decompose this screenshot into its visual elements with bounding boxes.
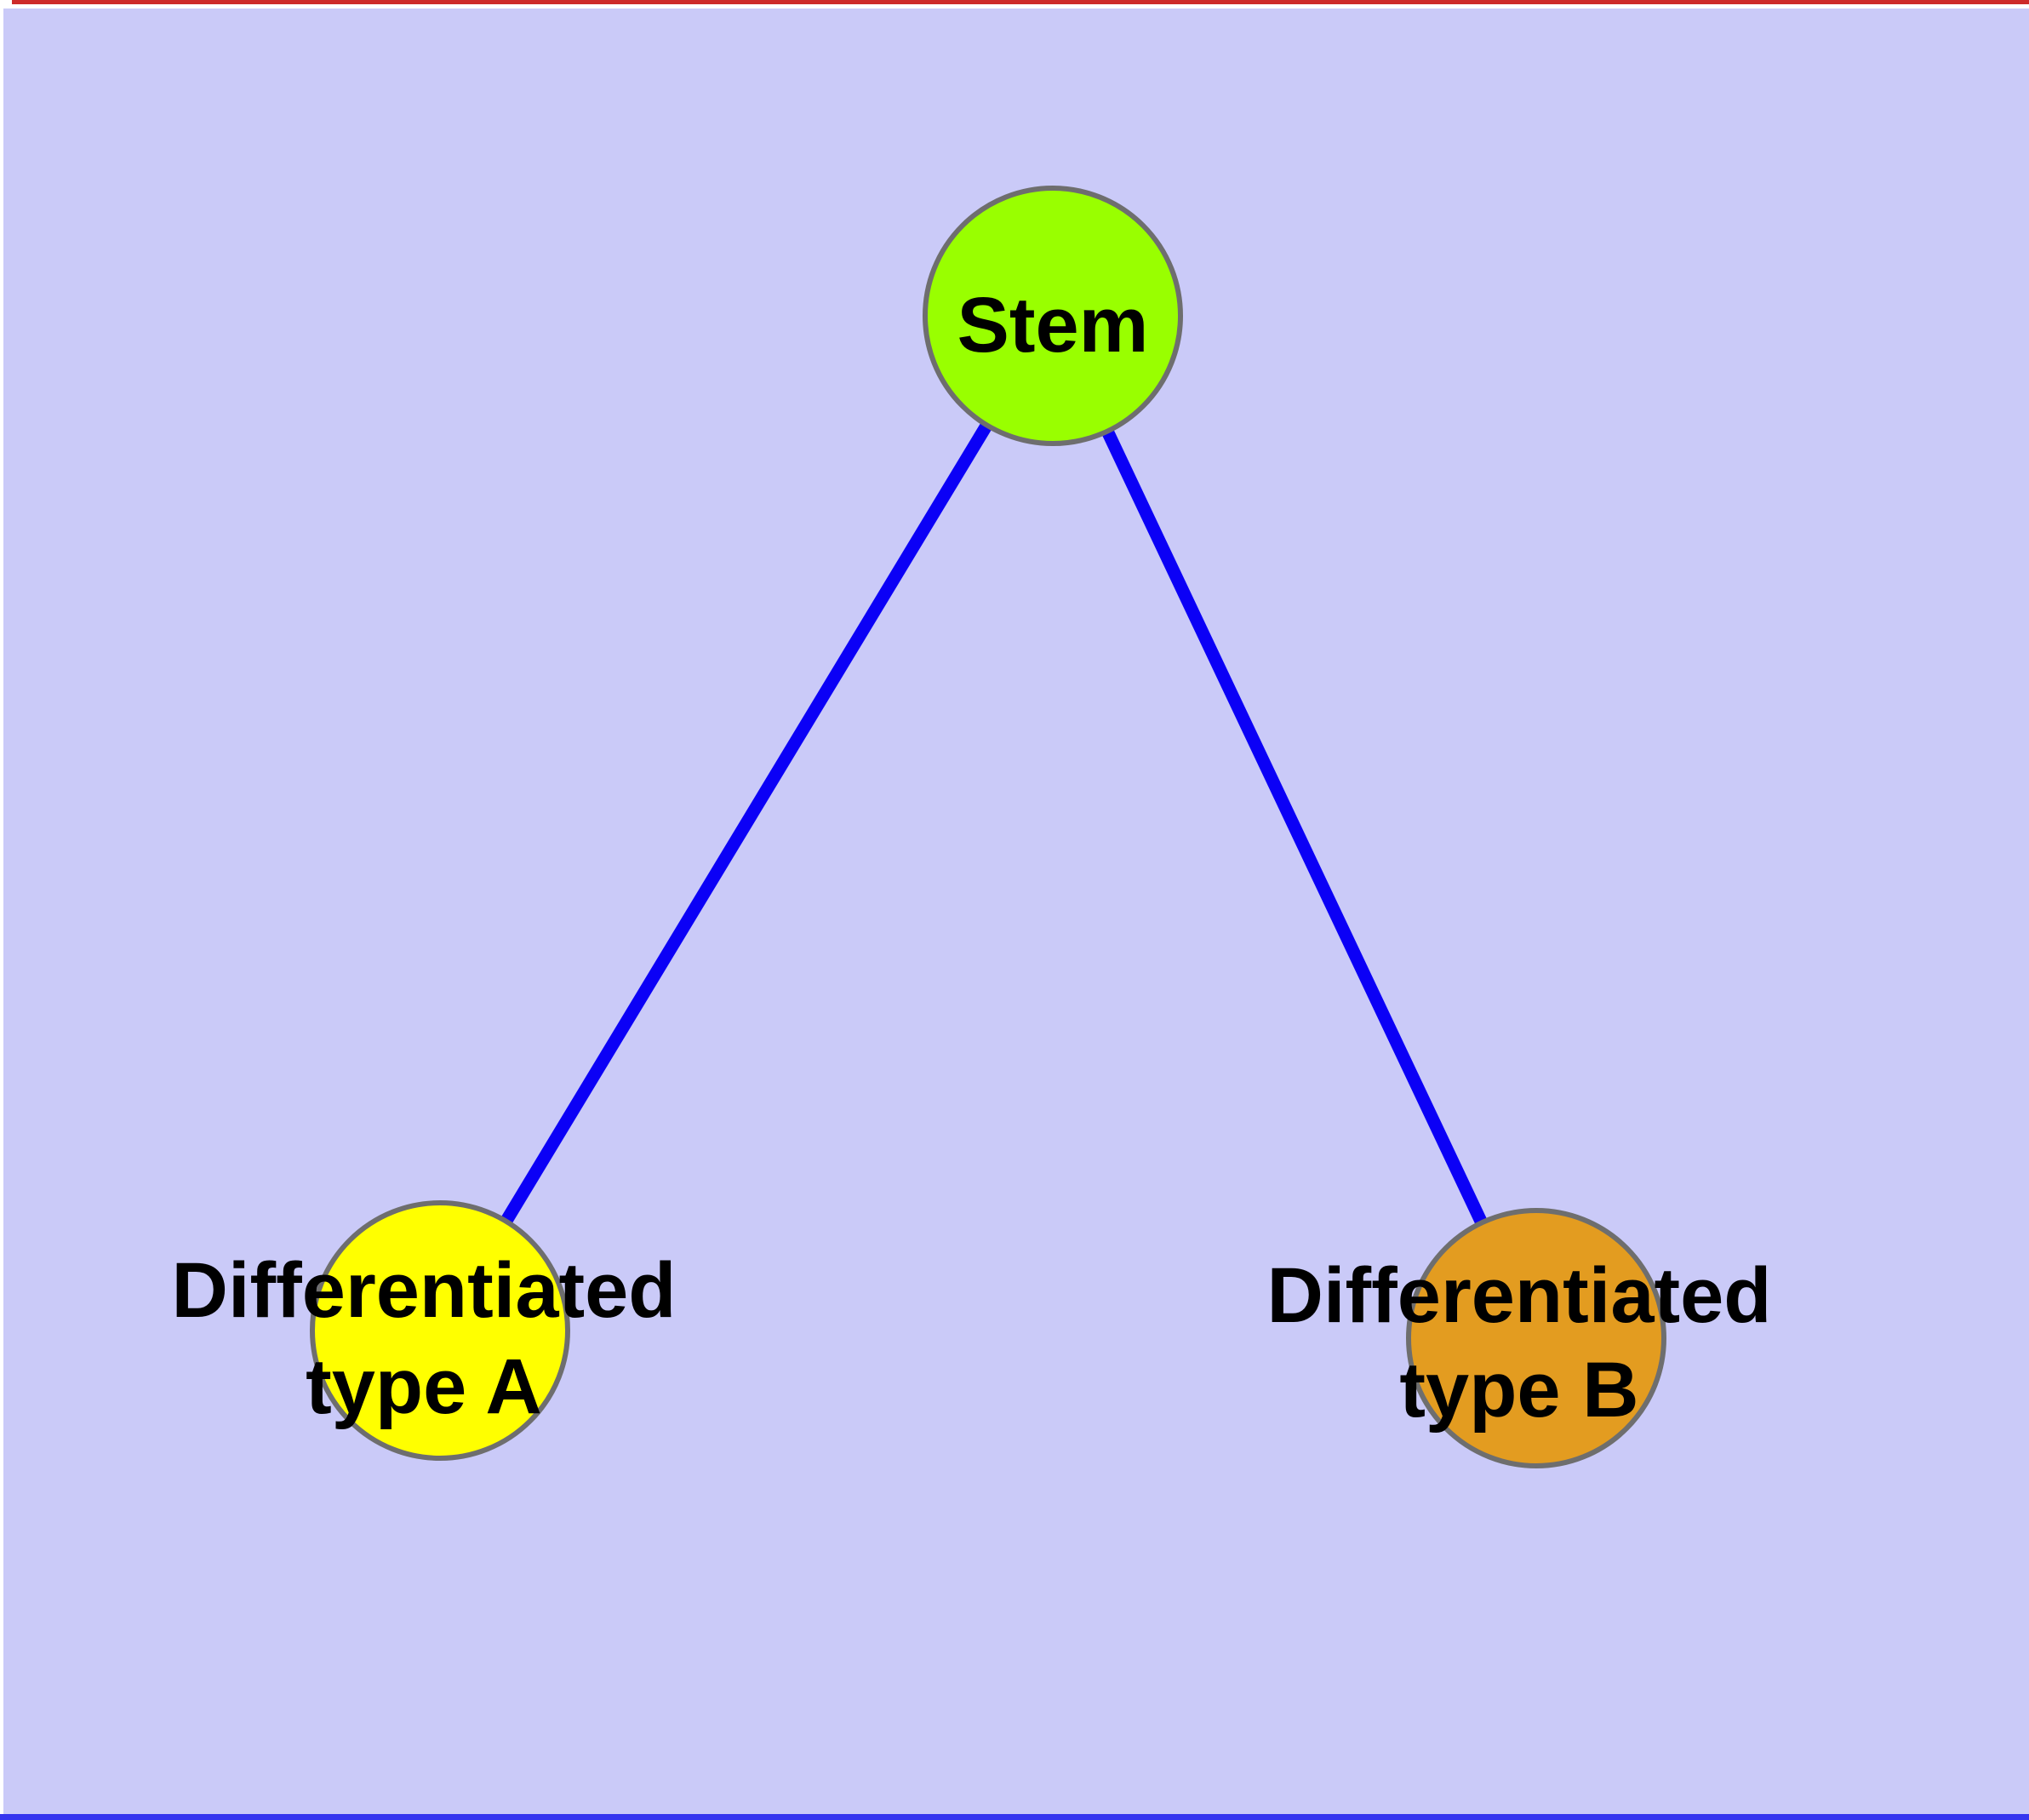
type-b-node-circle [1406,1208,1666,1468]
type-b-node-label-line2: type B [1399,1347,1638,1434]
frame-left-strip [0,0,3,1820]
edge-stem-to-type-b [1047,312,1542,1342]
stem-node-label: Stem [957,282,1149,369]
type-a-node-label-line2: type A [306,1343,542,1430]
node-differentiated-type-b: Differentiated type B [1267,1208,1772,1468]
type-a-node-circle [310,1200,570,1461]
stem-node-circle [923,186,1183,446]
frame-bottom-line [0,1814,2029,1820]
node-differentiated-type-a: Differentiated type A [172,1200,677,1461]
edge-group [434,312,1542,1342]
frame-top-line [12,0,2029,4]
node-stem: Stem [923,186,1183,446]
type-b-node-label-line1: Differentiated [1267,1252,1772,1339]
edge-stem-to-type-a [434,312,1059,1334]
type-a-node-label-line1: Differentiated [172,1247,677,1334]
